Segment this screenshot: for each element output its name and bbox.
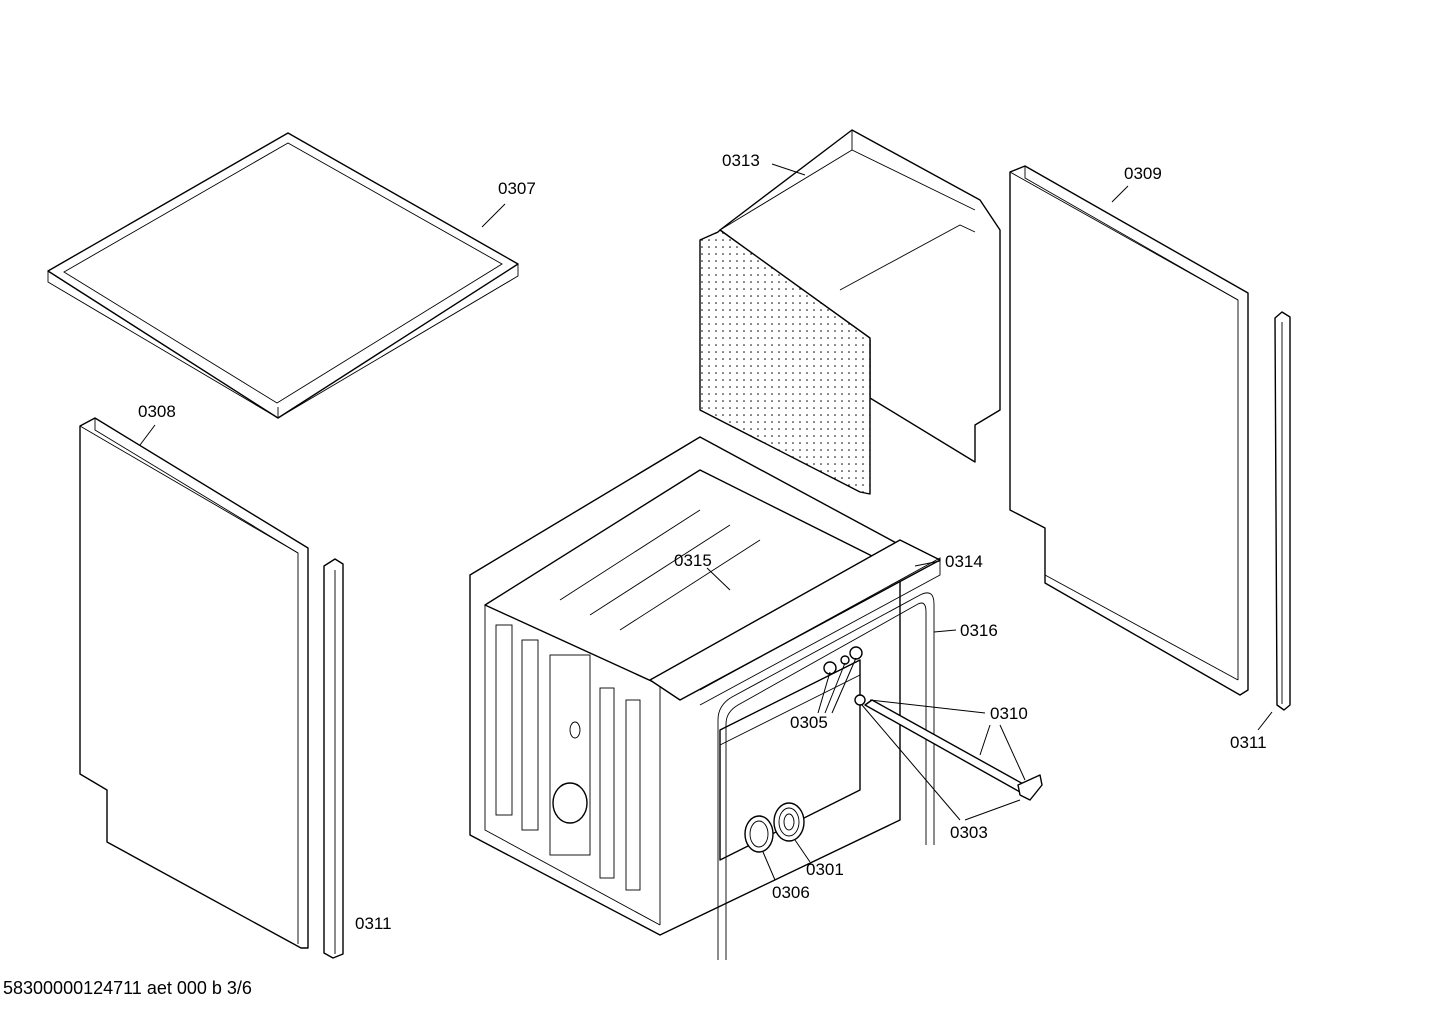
callout-0315: 0315 (674, 551, 712, 570)
document-code: 58300000124711 aet 000 b 3/6 (3, 978, 252, 998)
leader-lines (139, 163, 1273, 881)
top-cover-plate (47, 132, 519, 419)
callout-0314: 0314 (945, 552, 983, 571)
tub-assembly (469, 436, 941, 936)
ring-seal (744, 815, 774, 853)
fittings (823, 646, 866, 706)
callout-0311-left: 0311 (355, 914, 392, 933)
callout-0307: 0307 (498, 179, 536, 198)
callout-0311-right: 0311 (1230, 733, 1267, 752)
right-trim-strip (1274, 311, 1291, 711)
callout-0316: 0316 (960, 621, 998, 640)
insulation-mat (699, 129, 1001, 495)
left-side-panel (79, 417, 309, 949)
callout-0305: 0305 (790, 713, 828, 732)
rail (864, 699, 1043, 801)
door-seal (717, 592, 935, 960)
callout-0306: 0306 (772, 883, 810, 902)
callout-0301: 0301 (806, 860, 844, 879)
callout-0308: 0308 (138, 402, 176, 421)
callout-0309: 0309 (1124, 164, 1162, 183)
left-trim-strip (323, 558, 344, 959)
callout-0313: 0313 (722, 151, 760, 170)
callout-0303: 0303 (950, 823, 988, 842)
callout-0310: 0310 (990, 704, 1028, 723)
salt-cap (773, 802, 805, 842)
right-side-panel (1009, 165, 1249, 696)
